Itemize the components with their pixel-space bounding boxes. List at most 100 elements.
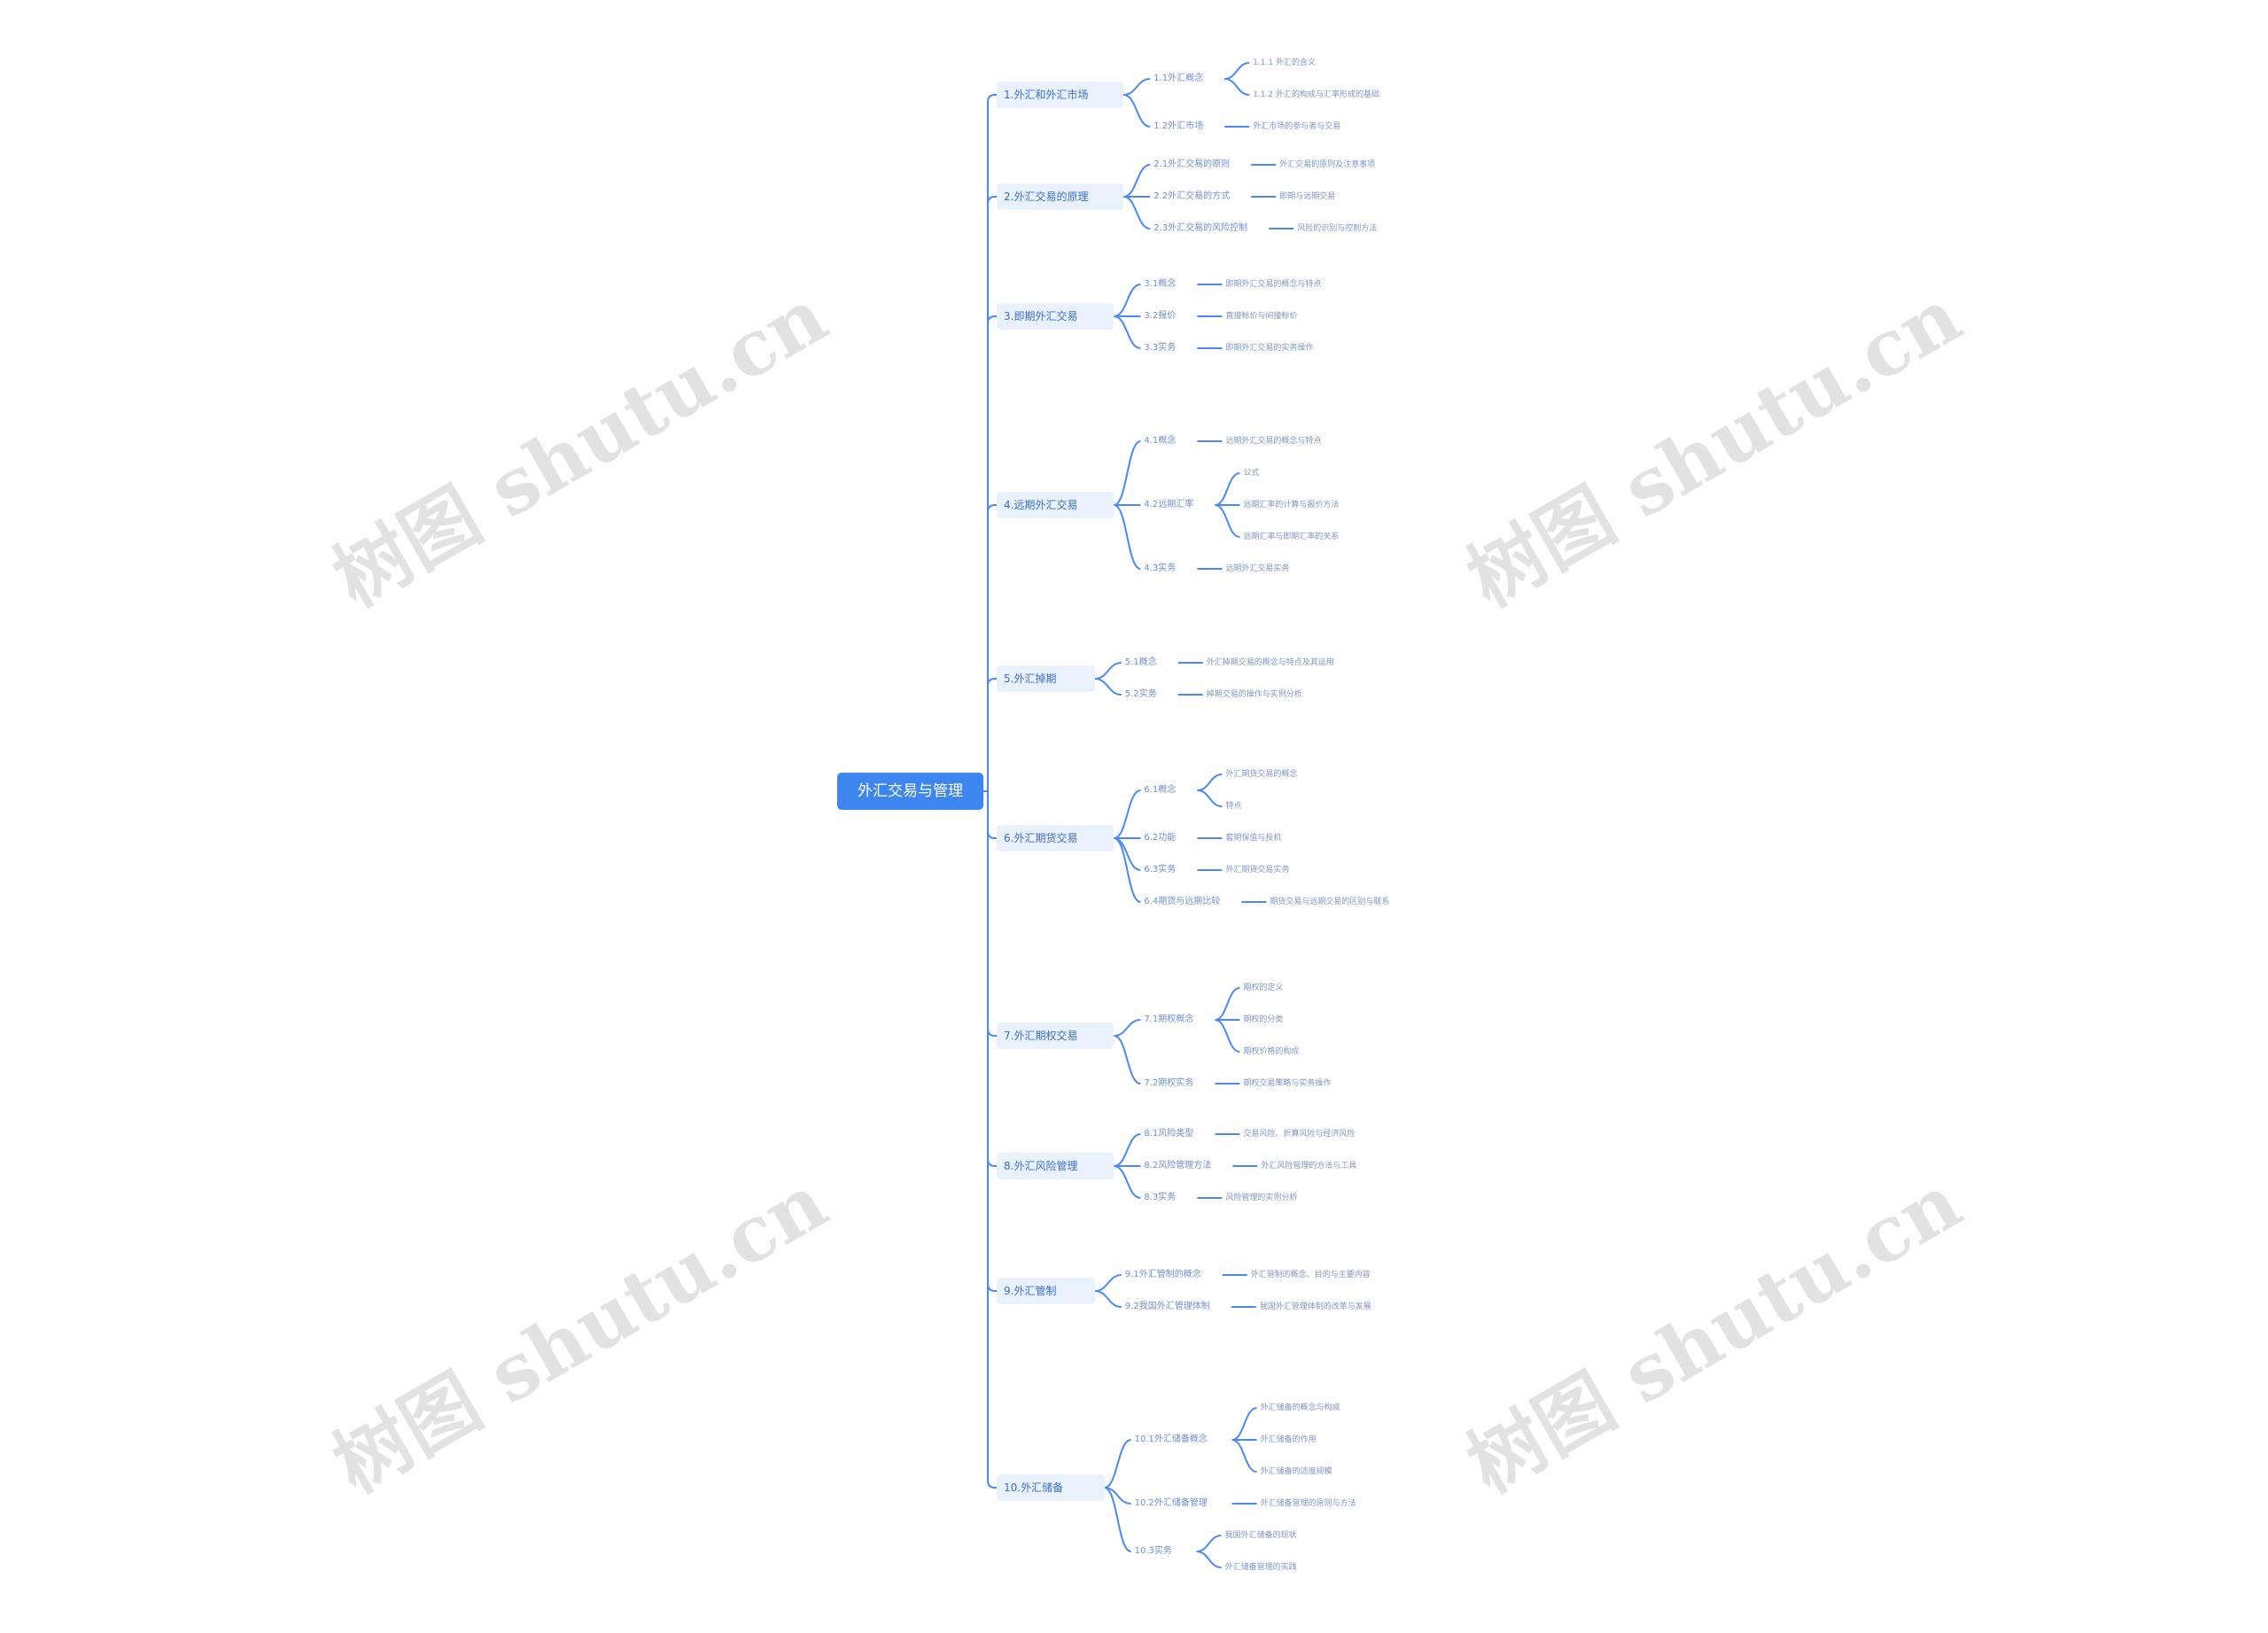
subtopic-2-3[interactable]: 2.3外汇交易的风险控制 [1153,223,1248,233]
leaf-10-1-1: 外汇储备的概念与构成 [1260,1404,1340,1412]
leaf-6-3-1: 外汇期货交易实务 [1225,866,1290,875]
topic-6[interactable]: 6.外汇期货交易 [997,825,1115,851]
leaf-10-1-3: 外汇储备的适度规模 [1260,1467,1332,1476]
subtopic-5-1[interactable]: 5.1概念 [1124,657,1157,667]
subtopic-connector [1114,284,1141,317]
branch-connector [987,678,997,791]
subtopic-3-2[interactable]: 3.2报价 [1144,311,1177,321]
leaf-4-2-1: 公式 [1243,469,1260,478]
branch-connector [987,94,997,791]
topic-4[interactable]: 4.远期外汇交易 [997,492,1115,518]
leaf-10-3-1: 我国外汇储备的现状 [1224,1531,1297,1540]
subtopic-6-1[interactable]: 6.1概念 [1144,785,1177,795]
leaf-connector [1215,472,1240,506]
topic-5[interactable]: 5.外汇掉期 [997,665,1095,692]
topic-8[interactable]: 8.外汇风险管理 [997,1153,1115,1179]
subtopic-8-1[interactable]: 8.1风险类型 [1144,1129,1194,1139]
leaf-connector [1197,789,1223,807]
leaf-10-1-2: 外汇储备的作用 [1260,1435,1317,1444]
branch-connector [987,791,997,839]
root-topic[interactable]: 外汇交易与管理 [837,773,983,810]
subtopic-4-3[interactable]: 4.3实务 [1144,564,1177,573]
subtopic-10-2[interactable]: 10.2外汇储备管理 [1134,1498,1208,1508]
leaf-connector [1224,62,1250,80]
branch-connector [987,791,997,1037]
leaf-8-1-1: 交易风险、折算风险与经济风险 [1243,1130,1355,1139]
leaf-7-2-1: 期权交易策略与实务操作 [1243,1079,1332,1088]
leaf-2-3-1: 风险的识别与控制方法 [1297,224,1378,233]
leaf-3-2-1: 直接标价与间接标价 [1225,312,1298,321]
leaf-2-2-1: 即期与远期交易 [1279,192,1336,201]
leaf-4-1-1: 远期外汇交易的概念与特点 [1225,437,1322,446]
leaf-9-1-1: 外汇管制的概念、目的与主要内容 [1250,1271,1371,1279]
subtopic-6-2[interactable]: 6.2功能 [1144,833,1177,843]
topic-3[interactable]: 3.即期外汇交易 [997,303,1115,330]
leaf-8-3-1: 风险管理的实例分析 [1225,1194,1298,1202]
subtopic-3-3[interactable]: 3.3实务 [1144,343,1177,353]
leaf-1-1-1: 1.1.1 外汇的含义 [1253,58,1316,67]
leaf-7-1-3: 期权价格的构成 [1243,1047,1300,1056]
leaf-1-1-2: 1.1.2 外汇的构成与汇率形成的基础 [1253,90,1379,99]
branch-connector [987,504,997,791]
leaf-10-2-1: 外汇储备管理的原则与方法 [1260,1499,1356,1508]
subtopic-4-1[interactable]: 4.1概念 [1144,436,1177,446]
subtopic-connector [1114,1035,1141,1085]
subtopic-connector [1114,504,1141,570]
subtopic-6-3[interactable]: 6.3实务 [1144,865,1177,875]
subtopic-2-1[interactable]: 2.1外汇交易的原则 [1153,159,1231,169]
leaf-connector [1215,504,1240,538]
subtopic-1-1[interactable]: 1.1外汇概念 [1153,74,1204,83]
subtopic-10-3[interactable]: 10.3实务 [1134,1546,1172,1556]
subtopic-connector [1114,315,1141,349]
subtopic-10-1[interactable]: 10.1外汇储备概念 [1134,1435,1208,1444]
subtopic-4-2[interactable]: 4.2远期汇率 [1144,500,1194,509]
subtopic-connector [1114,1165,1141,1199]
subtopic-3-1[interactable]: 3.1概念 [1144,279,1177,289]
leaf-connector [1231,1407,1257,1441]
leaf-4-2-2: 远期汇率的计算与报价方法 [1243,501,1340,509]
subtopic-connector [1104,1487,1131,1552]
subtopic-7-1[interactable]: 7.1期权概念 [1144,1015,1194,1024]
subtopic-connector [1122,164,1151,198]
leaf-7-1-1: 期权的定义 [1243,984,1284,992]
subtopic-connector [1094,1274,1122,1292]
branch-connector [987,791,997,1167]
subtopic-7-2[interactable]: 7.2期权实务 [1144,1078,1194,1088]
leaf-4-2-3: 远期汇率与即期汇率的关系 [1243,533,1340,541]
subtopic-2-2[interactable]: 2.2外汇交易的方式 [1153,191,1231,201]
leaf-connector [1197,774,1223,791]
leaf-8-2-1: 外汇风险管理的方法与工具 [1261,1162,1357,1170]
subtopic-connector [1114,837,1141,871]
subtopic-connector [1104,1439,1131,1489]
topic-9[interactable]: 9.外汇管制 [997,1278,1095,1304]
topic-1[interactable]: 1.外汇和外汇市场 [997,82,1124,108]
topic-10[interactable]: 10.外汇储备 [997,1474,1105,1501]
subtopic-connector [1114,440,1141,506]
subtopic-9-2[interactable]: 9.2我国外汇管理体制 [1124,1302,1210,1311]
topic-7[interactable]: 7.外汇期权交易 [997,1023,1115,1049]
leaf-connector [1231,1439,1257,1473]
subtopic-connector [1094,662,1122,680]
subtopic-1-2[interactable]: 1.2外汇市场 [1153,121,1204,131]
subtopic-connector [1094,678,1122,696]
subtopic-connector [1114,1133,1141,1167]
leaf-connector [1215,987,1240,1021]
leaf-9-2-1: 我国外汇管理体制的改革与发展 [1259,1303,1371,1311]
subtopic-connector [1094,1290,1122,1308]
leaf-6-4-1: 期货交易与远期交易的区别与联系 [1270,898,1390,906]
subtopic-8-3[interactable]: 8.3实务 [1144,1193,1177,1202]
subtopic-9-1[interactable]: 9.1外汇管制的概念 [1124,1270,1201,1279]
subtopic-5-2[interactable]: 5.2实务 [1124,689,1157,699]
subtopic-connector [1123,78,1151,96]
subtopic-8-2[interactable]: 8.2风险管理方法 [1144,1161,1212,1170]
subtopic-connector [1122,196,1151,229]
leaf-connector [1196,1551,1222,1568]
subtopic-6-4[interactable]: 6.4期货与远期比较 [1144,897,1221,906]
branch-connector [987,315,997,791]
leaf-6-1-2: 特点 [1225,802,1242,811]
topic-2[interactable]: 2.外汇交易的原理 [997,183,1124,210]
subtopic-connector [1114,1019,1141,1037]
leaf-connector [1215,1019,1240,1053]
leaf-3-1-1: 即期外汇交易的概念与特点 [1225,280,1322,289]
